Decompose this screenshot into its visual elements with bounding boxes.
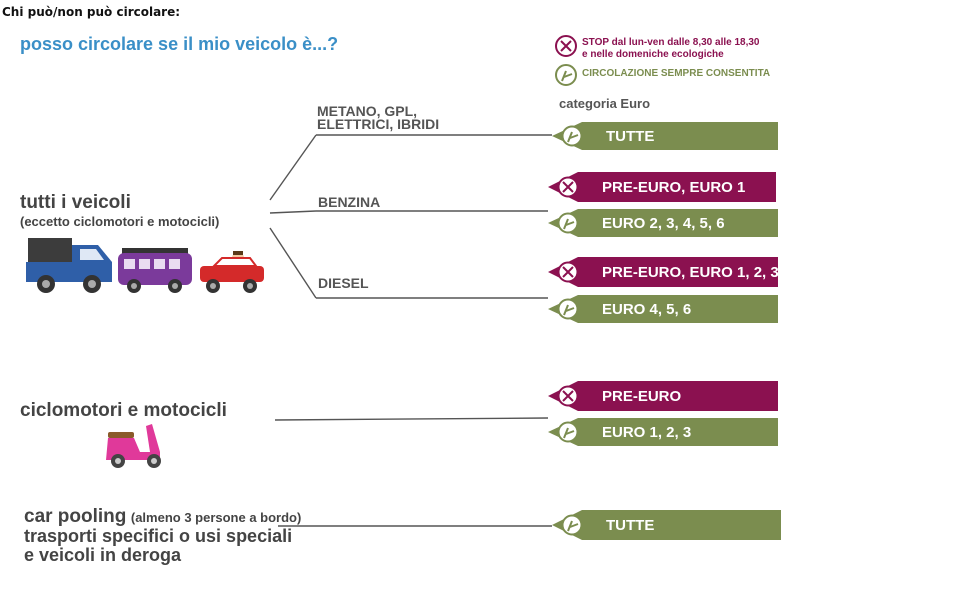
group-all-subtitle: (eccetto ciclomotori e motocicli) bbox=[20, 214, 220, 229]
ok-icon bbox=[557, 212, 579, 234]
fuel-metano-line2: ELETTRICI, IBRIDI bbox=[317, 116, 440, 132]
legend-ok-icon bbox=[555, 64, 577, 86]
category-bar-shape bbox=[548, 172, 776, 202]
category-bar-label: EURO 4, 5, 6 bbox=[602, 301, 691, 318]
fuel-metano-line1: METANO, GPL, bbox=[317, 103, 418, 119]
category-bar-4: PRE-EURO, EURO 1, 2, 3 bbox=[548, 257, 779, 287]
legend-stop-text: STOP dal lun-ven dalle 8,30 alle 18,30 e… bbox=[582, 37, 760, 61]
connector-moto bbox=[274, 417, 549, 421]
category-bar-label: TUTTE bbox=[606, 517, 654, 534]
legend-stop-icon bbox=[555, 35, 577, 57]
question-title: posso circolare se il mio veicolo è...? bbox=[20, 34, 339, 54]
category-bar-3: EURO 2, 3, 4, 5, 6 bbox=[548, 209, 778, 237]
group-carpool-title: car pooling bbox=[24, 506, 127, 527]
category-bar-label: PRE-EURO bbox=[602, 388, 682, 405]
connector-metano-branch bbox=[269, 134, 317, 201]
fuel-diesel: DIESEL bbox=[318, 275, 369, 291]
group-carpool-line3: e veicoli in deroga bbox=[24, 545, 182, 565]
category-bar-5: EURO 4, 5, 6 bbox=[548, 295, 778, 323]
group-moto-title: ciclomotori e motocicli bbox=[20, 400, 227, 421]
truck-icon bbox=[26, 238, 112, 293]
connector-diesel-branch bbox=[269, 227, 317, 299]
category-bar-label: PRE-EURO, EURO 1 bbox=[602, 179, 745, 196]
category-bar-shape bbox=[552, 122, 778, 150]
ok-icon bbox=[557, 421, 579, 443]
ok-icon bbox=[561, 125, 583, 147]
category-bar-shape bbox=[548, 257, 778, 287]
group-carpool: car pooling (almeno 3 persone a bordo) t… bbox=[24, 507, 301, 565]
category-bar-label: EURO 1, 2, 3 bbox=[602, 424, 691, 441]
category-bar-shape bbox=[548, 381, 778, 411]
category-bar-label: PRE-EURO, EURO 1, 2, 3 bbox=[602, 264, 779, 281]
category-bar-8: TUTTE bbox=[552, 510, 781, 540]
category-bar-1: TUTTE bbox=[552, 122, 778, 150]
category-bar-7: EURO 1, 2, 3 bbox=[548, 418, 778, 446]
category-bar-shape bbox=[548, 418, 778, 446]
page-header: Chi può/non può circolare: bbox=[2, 5, 181, 19]
van-icon bbox=[118, 248, 192, 293]
category-bar-shape bbox=[548, 295, 778, 323]
fuel-metano: METANO, GPL, ELETTRICI, IBRIDI bbox=[317, 103, 440, 132]
scooter-icon bbox=[106, 424, 161, 468]
legend-stop-line1: STOP dal lun-ven dalle 8,30 alle 18,30 bbox=[582, 37, 760, 48]
category-bar-label: TUTTE bbox=[606, 128, 654, 145]
legend-stop-line2: e nelle domeniche ecologiche bbox=[582, 49, 724, 60]
group-carpool-note: (almeno 3 persone a bordo) bbox=[130, 510, 302, 525]
group-all-vehicles: tutti i veicoli (eccetto ciclomotori e m… bbox=[20, 192, 219, 229]
category-bar-shape bbox=[548, 209, 778, 237]
legend-ok-text: CIRCOLAZIONE SEMPRE CONSENTITA bbox=[582, 68, 771, 79]
category-bar-6: PRE-EURO bbox=[548, 381, 778, 411]
category-bar-label: EURO 2, 3, 4, 5, 6 bbox=[602, 215, 725, 232]
connector-benzina-branch bbox=[269, 210, 317, 214]
connector-lines bbox=[269, 134, 552, 527]
group-all-title: tutti i veicoli bbox=[20, 192, 131, 213]
category-bar-2: PRE-EURO, EURO 1 bbox=[548, 172, 776, 202]
ok-icon bbox=[557, 298, 579, 320]
fuel-benzina: BENZINA bbox=[318, 194, 381, 210]
group-carpool-line2: trasporti specifici o usi speciali bbox=[24, 526, 293, 546]
category-bars: TUTTE PRE-EURO, EURO 1 EURO 2, 3, 4, 5, 6 P… bbox=[548, 122, 781, 540]
ok-icon bbox=[561, 514, 583, 536]
category-bar-shape bbox=[552, 510, 781, 540]
car-icon bbox=[200, 251, 264, 293]
category-header: categoria Euro bbox=[559, 96, 651, 111]
